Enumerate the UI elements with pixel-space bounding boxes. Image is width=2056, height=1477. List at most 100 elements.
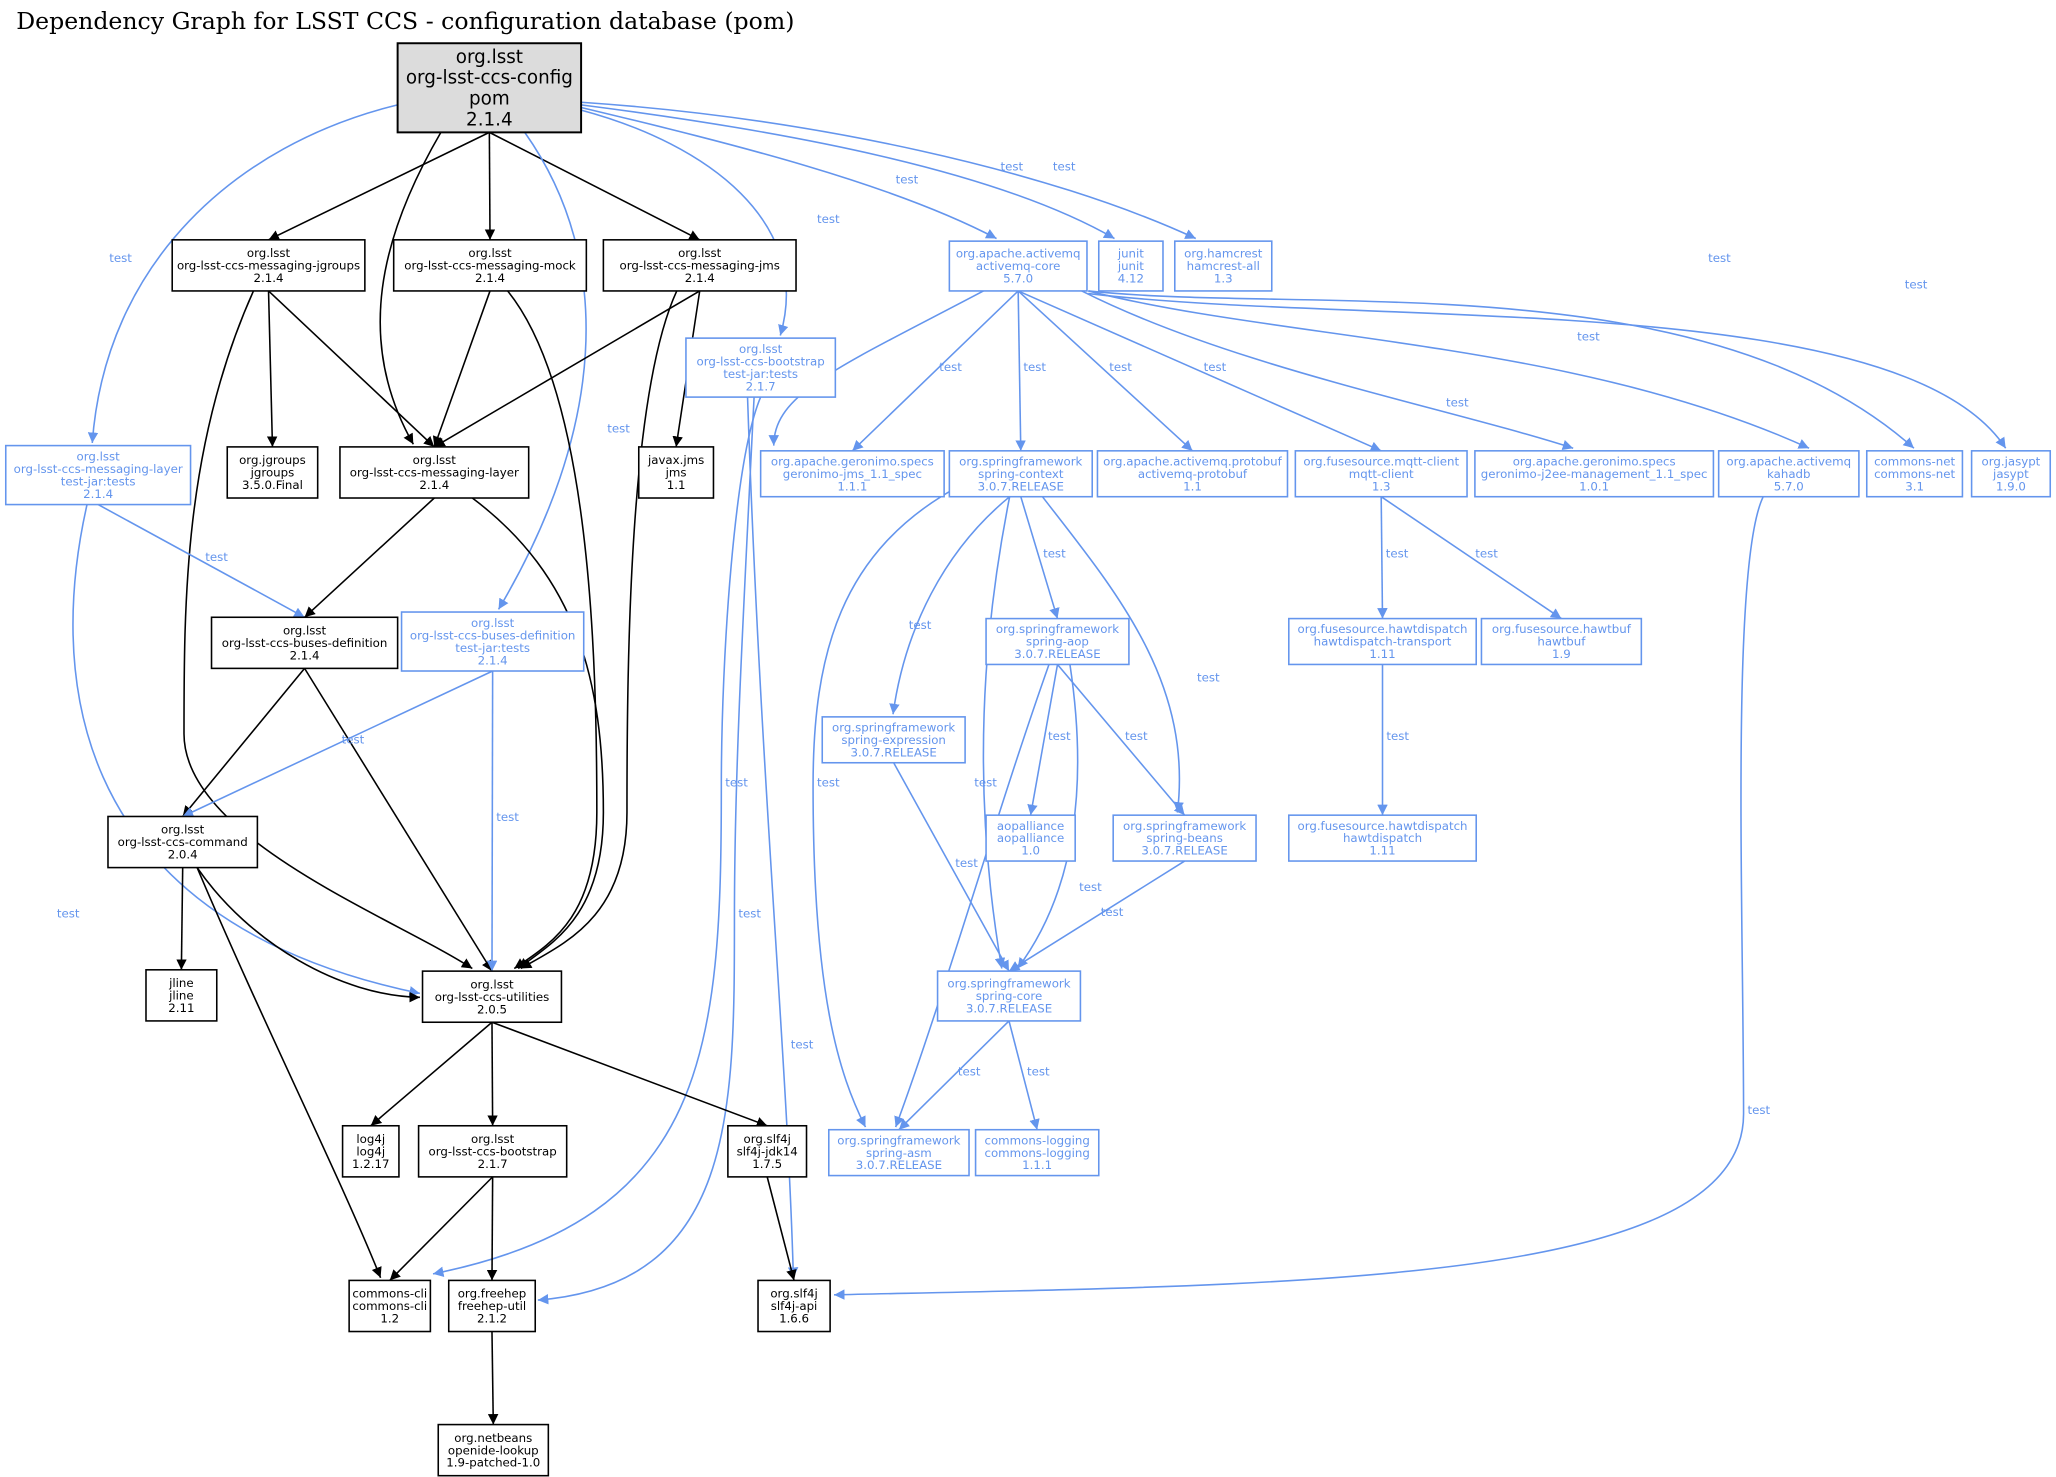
edge-root-to-junit (580, 104, 1115, 240)
node-geronimo_jms[interactable]: org.apache.geronimo.specsgeronimo-jms_1.… (759, 450, 945, 498)
node-label-line: org.lsst (471, 1132, 515, 1146)
node-label-line: slf4j-jdk14 (737, 1144, 798, 1158)
node-msglayer_tests[interactable]: org.lsstorg-lsst-ccs-messaging-layertest… (4, 444, 192, 506)
node-label-line: org.apache.geronimo.specs (771, 454, 934, 468)
node-label-line: 2.1.2 (477, 1312, 507, 1326)
node-spring_context[interactable]: org.springframeworkspring-context3.0.7.R… (948, 450, 1094, 498)
edge-spring_expr-to-spring_core (892, 762, 1010, 972)
node-label-line: spring-asm (866, 1146, 932, 1160)
node-geronimo_j2ee[interactable]: org.apache.geronimo.specsgeronimo-j2ee-m… (1474, 450, 1715, 498)
edge-label: test (1043, 547, 1066, 561)
node-label-line: 1.1.1 (837, 479, 867, 493)
edge-label: test (1101, 905, 1124, 919)
node-hawtdispatch[interactable]: org.fusesource.hawtdispatchhawtdispatch1… (1288, 814, 1477, 862)
node-label-line: org-lsst-ccs-command (118, 835, 248, 849)
edge-buses_tests-to-command (182, 670, 493, 818)
node-label-line: 1.3 (1372, 479, 1391, 493)
node-spring_aop[interactable]: org.springframeworkspring-aop3.0.7.RELEA… (985, 617, 1130, 666)
edge-freehep-to-openide (487, 1331, 499, 1425)
edge-label: test (817, 775, 840, 789)
edge-amq_core-to-jasypt (1088, 292, 2007, 449)
edge-msglayer_tests-to-utilities (72, 504, 421, 997)
edge-label: test (1053, 159, 1076, 173)
edge-command-to-utilities (196, 867, 420, 1003)
node-label-line: org.lsst (739, 342, 783, 356)
node-box (828, 1128, 970, 1177)
edge-label: test (1023, 360, 1046, 374)
node-label-line: jms (665, 466, 687, 480)
edge-label: test (1386, 729, 1409, 743)
node-box (1097, 240, 1164, 292)
node-buses[interactable]: org.lsstorg-lsst-ccs-buses-definition2.1… (210, 616, 399, 670)
node-label-line: org.lsst (247, 246, 291, 260)
edge-label: test (205, 550, 228, 564)
node-box (226, 446, 319, 499)
node-label-line: aopalliance (997, 831, 1064, 845)
node-label-line: spring-beans (1146, 831, 1222, 845)
node-box (1096, 450, 1289, 498)
node-box (145, 969, 218, 1022)
node-spring_core[interactable]: org.springframeworkspring-core3.0.7.RELE… (936, 970, 1082, 1022)
node-boot_tests[interactable]: org.lsstorg-lsst-ccs-bootstraptest-jar:t… (685, 337, 837, 398)
node-buses_tests[interactable]: org.lsstorg-lsst-ccs-buses-definitiontes… (400, 611, 585, 672)
node-spring_asm[interactable]: org.springframeworkspring-asm3.0.7.RELEA… (828, 1128, 970, 1177)
edge-mqtt-to-hawtbuf (1380, 496, 1562, 620)
node-openide[interactable]: org.netbeansopenide-lookup1.9-patched-1.… (437, 1423, 550, 1477)
edge-jms_msg-to-utilities (520, 290, 678, 970)
edge-bootstrap-to-freehep (486, 1176, 498, 1281)
node-label-line: org.fusesource.hawtdispatch (1297, 819, 1467, 833)
node-label-line: slf4j-api (771, 1299, 818, 1313)
node-label-line: pom (469, 89, 510, 110)
node-box (1173, 240, 1273, 292)
edge-label: test (1386, 547, 1409, 561)
node-box (1294, 450, 1468, 498)
node-msglayer[interactable]: org.lsstorg-lsst-ccs-messaging-layer2.1.… (339, 446, 530, 499)
node-label-line: junit (1117, 259, 1144, 273)
node-jgroups_msg[interactable]: org.lsstorg-lsst-ccs-messaging-jgroups2.… (171, 239, 366, 292)
node-spring_beans[interactable]: org.springframeworkspring-beans3.0.7.REL… (1112, 814, 1257, 862)
edge-label: test (1708, 251, 1731, 265)
node-box (948, 240, 1088, 292)
edge-amq_core-to-amq_protobuf (1017, 290, 1194, 452)
node-hawt_transport[interactable]: org.fusesource.hawtdispatchhawtdispatch-… (1288, 617, 1477, 666)
node-label-line: org.fusesource.mqtt-client (1303, 454, 1459, 468)
node-label-line: org.springframework (959, 454, 1082, 468)
edge-label: test (1048, 729, 1071, 743)
edge-root-to-mock_msg (484, 132, 496, 240)
node-amq_protobuf[interactable]: org.apache.activemq.protobufactivemq-pro… (1096, 450, 1289, 498)
edge-label: test (955, 856, 978, 870)
edge-label: test (1000, 159, 1023, 173)
node-box (685, 337, 837, 398)
node-label-line: hamcrest-all (1187, 259, 1260, 273)
node-spring_expr[interactable]: org.springframeworkspring-expression3.0.… (821, 716, 966, 764)
node-box (985, 617, 1130, 666)
node-label-line: 1.2.17 (352, 1157, 389, 1171)
node-label-line: geronimo-j2ee-management_1.1_spec (1481, 467, 1708, 481)
node-label-line: commons-logging (984, 1133, 1089, 1147)
